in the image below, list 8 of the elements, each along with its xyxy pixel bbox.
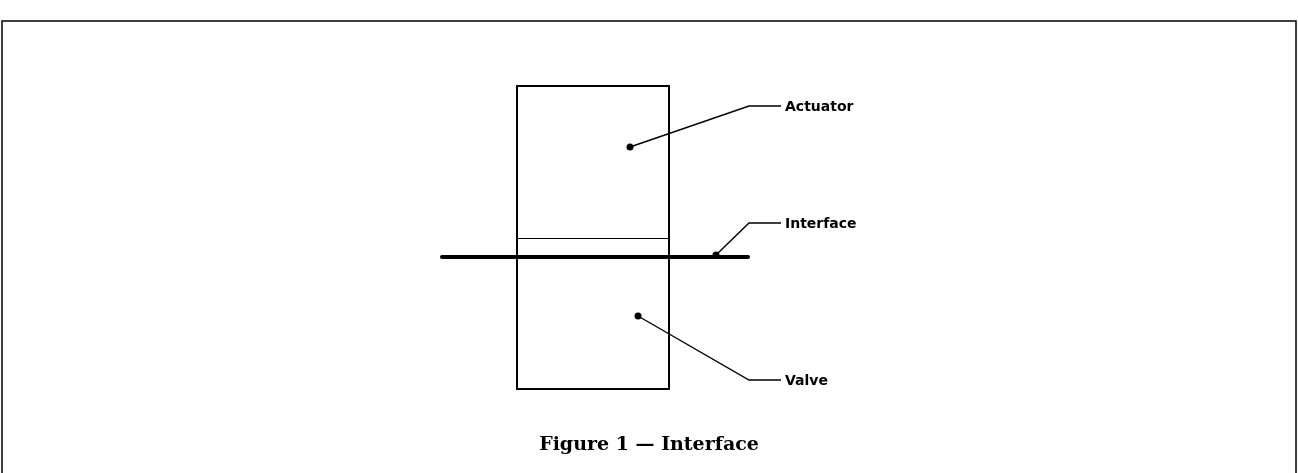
part-label: Interface — [785, 214, 857, 232]
part-label: Actuator — [785, 97, 854, 115]
part-label: Valve — [785, 371, 828, 389]
interface-line — [440, 255, 750, 259]
valve-box — [516, 257, 670, 390]
leader-line — [626, 105, 782, 151]
figure-caption: Figure 1 — Interface — [538, 432, 760, 454]
leader-line — [634, 312, 782, 381]
